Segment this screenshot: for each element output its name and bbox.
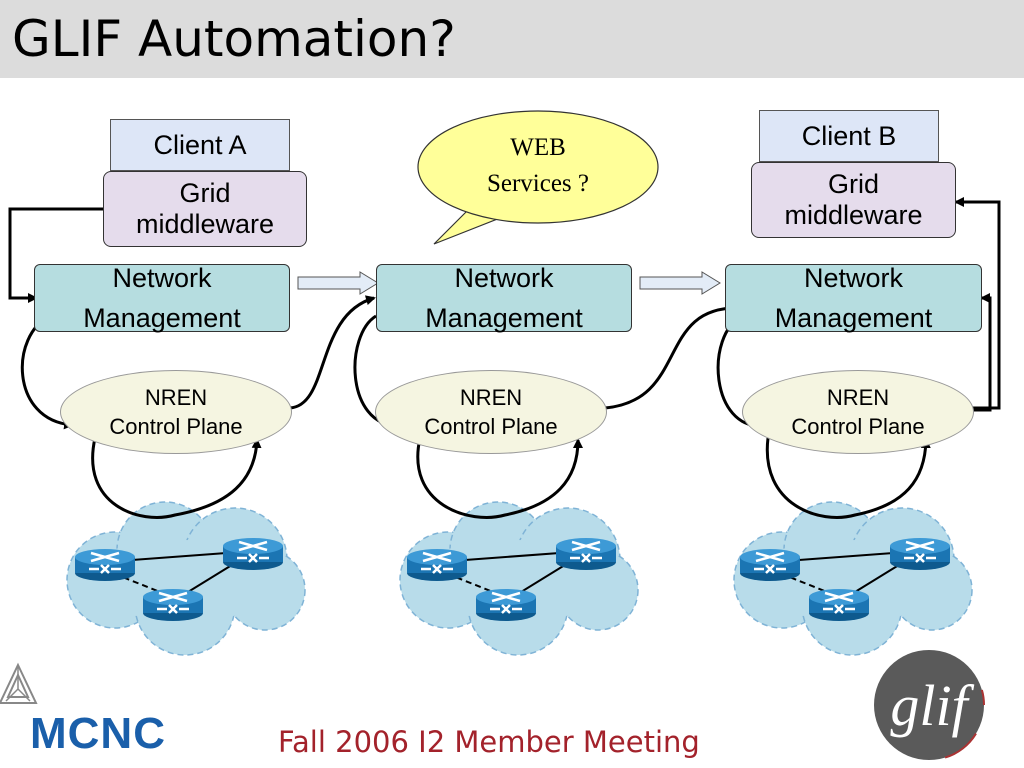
middleware-line-1: Grid bbox=[827, 169, 879, 199]
router-icon bbox=[807, 587, 871, 623]
block-arrow-nm2-nm3 bbox=[639, 271, 721, 295]
mcnc-logo: MCNC bbox=[30, 709, 166, 758]
network-management-2: Network Management bbox=[376, 263, 632, 333]
nm-line-2: Management bbox=[425, 303, 583, 333]
middleware-line-2: middleware bbox=[135, 209, 275, 239]
web-services-label: WEB Services ? bbox=[458, 130, 618, 202]
router-icon bbox=[554, 536, 618, 572]
nren-control-plane-1: NREN Control Plane bbox=[60, 370, 292, 454]
router-icon bbox=[221, 536, 285, 572]
nren-control-plane-2: NREN Control Plane bbox=[375, 370, 607, 454]
web-services-line-1: WEB bbox=[510, 134, 566, 161]
nren-line-2: Control Plane bbox=[424, 414, 558, 439]
svg-text:glif: glif bbox=[890, 673, 974, 738]
nren-line-2: Control Plane bbox=[791, 414, 925, 439]
loop-cp3 bbox=[765, 437, 931, 519]
middleware-line-1: Grid bbox=[179, 178, 231, 208]
connector-client-a-to-nm1 bbox=[8, 207, 104, 303]
client-a-box: Client A bbox=[110, 119, 290, 171]
router-icon bbox=[405, 547, 469, 583]
block-arrow-nm1-nm2 bbox=[297, 271, 379, 295]
router-icon bbox=[888, 536, 952, 572]
curve-cp2-to-nm3 bbox=[604, 302, 743, 410]
web-services-line-2: Services ? bbox=[486, 170, 590, 197]
curve-cp1-to-nm2 bbox=[289, 295, 376, 410]
connector-cp3-to-middleware-b bbox=[954, 197, 1001, 410]
glif-logo: glif bbox=[873, 649, 985, 761]
router-icon bbox=[73, 547, 137, 583]
router-icon bbox=[474, 587, 538, 623]
mcnc-triangle-icon bbox=[0, 662, 38, 704]
network-management-1: Network Management bbox=[34, 263, 290, 333]
nren-line-1: NREN bbox=[459, 385, 523, 410]
router-icon bbox=[141, 587, 205, 623]
client-b-box: Client B bbox=[759, 110, 939, 162]
network-management-3: Network Management bbox=[725, 263, 982, 333]
title-bar bbox=[0, 0, 1024, 78]
nm-line-1: Network bbox=[454, 263, 554, 293]
loop-cp2 bbox=[416, 437, 583, 519]
loop-cp1 bbox=[91, 437, 262, 519]
speech-bubble bbox=[417, 110, 659, 245]
nren-control-plane-3: NREN Control Plane bbox=[742, 370, 974, 454]
middleware-line-2: middleware bbox=[784, 200, 923, 230]
nm-line-2: Management bbox=[774, 303, 933, 333]
nm-line-2: Management bbox=[83, 303, 241, 333]
nren-line-1: NREN bbox=[826, 385, 890, 410]
nm-line-1: Network bbox=[112, 263, 212, 293]
nren-line-2: Control Plane bbox=[109, 414, 243, 439]
footer-text: Fall 2006 I2 Member Meeting bbox=[278, 725, 700, 759]
nm-line-1: Network bbox=[803, 263, 904, 293]
client-a-middleware: Grid middleware bbox=[103, 171, 307, 247]
client-b-middleware: Grid middleware bbox=[751, 162, 956, 238]
slide-title: GLIF Automation? bbox=[12, 10, 456, 68]
connector-cp3-to-nm3 bbox=[970, 293, 992, 412]
router-icon bbox=[738, 547, 802, 583]
nren-line-1: NREN bbox=[144, 385, 208, 410]
